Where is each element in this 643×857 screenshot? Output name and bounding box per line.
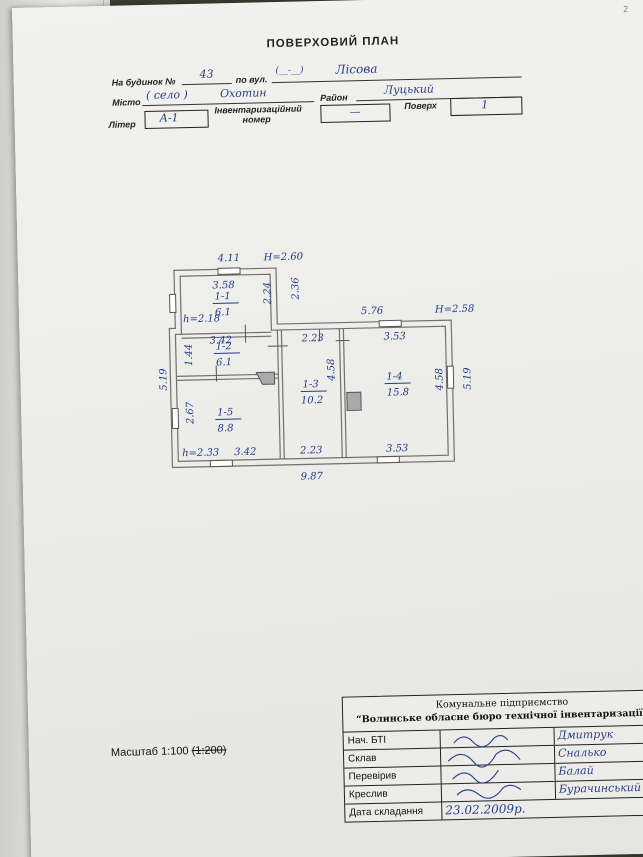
dim-bottom-r15: 3.42 (234, 447, 257, 459)
room-1-2-id: 1-2 (216, 341, 232, 352)
dim-right-height: H=2.58 (434, 304, 475, 316)
signature-4 (456, 784, 522, 799)
dim-r11-width: 3.58 (212, 280, 235, 292)
dim-top-width: 4.11 (217, 253, 241, 265)
signature-2 (447, 749, 521, 768)
dim-r14-width: 3.53 (383, 331, 406, 343)
dim-r13-depth: 4.58 (326, 358, 338, 382)
stove-r14 (346, 391, 362, 412)
scale-note: Масштаб 1:100 (1:200) (111, 744, 227, 759)
room-1-2-area: 6.1 (216, 357, 232, 368)
room-1-4-area: 15.8 (387, 387, 410, 399)
window-right (446, 365, 455, 389)
outer-wall (168, 267, 456, 469)
dim-r13-width: 2.23 (300, 333, 324, 345)
room-1-5-area: 8.8 (217, 423, 233, 434)
dim-top-height: H=2.60 (263, 251, 304, 263)
dim-bottom-r14: 3.53 (386, 443, 409, 455)
dim-r11-side-a: 2.24 (262, 282, 274, 306)
floor-plan-drawing: 4.11 H=2.60 3.58 2.24 2.36 h=2.18 5.76 H… (158, 251, 475, 483)
signature-3 (452, 769, 499, 784)
room-1-1-id: 1-1 (214, 291, 230, 302)
wall-r12-r13 (276, 330, 281, 460)
stove-r12 (255, 371, 276, 385)
signature-1 (453, 735, 509, 748)
room-1-3-id: 1-3 (303, 379, 319, 390)
room-1-1-area: 6.1 (215, 307, 231, 318)
outer-wall-inner (174, 273, 449, 462)
window-bottom-right (376, 455, 400, 464)
dim-left-total: 5.19 (158, 368, 170, 391)
dim-r12-depth: 1.44 (184, 344, 196, 367)
dim-r15-depth: 2.67 (185, 401, 197, 425)
window-right-top (378, 319, 402, 328)
window-left (171, 407, 180, 429)
scale-label: Масштаб 1:100 (110, 745, 189, 759)
wall-r13-r14-b (342, 328, 347, 458)
window-bottom-left (209, 459, 233, 468)
title-block: Комунальне підприємство “Волинське облас… (341, 689, 643, 823)
dim-r11-side-b: 2.36 (290, 277, 302, 301)
dim-bottom-r13: 2.23 (299, 445, 323, 457)
wall-r13-r14 (338, 328, 343, 458)
dim-bottom-h: h=2.33 (182, 447, 219, 459)
dim-h-left: h=2.18 (183, 313, 220, 325)
dim-right-width: 5.76 (361, 306, 384, 318)
wall-r11-r12-b (181, 335, 272, 339)
window-top (217, 267, 241, 275)
wall-r12-r13-b (280, 329, 285, 459)
window-left-top (169, 293, 177, 314)
floor-plan-document: 2 ПОВЕРХОВИЙ ПЛАН На будинок № 43 по вул… (12, 0, 643, 857)
scale-struck: (1:200) (191, 744, 227, 758)
room-1-3-area: 10.2 (301, 395, 324, 407)
wall-r11-r12 (181, 331, 272, 335)
dim-r14-depth: 4.58 (434, 368, 446, 392)
room-1-5-id: 1-5 (217, 407, 233, 418)
dim-right-total: 5.19 (462, 367, 474, 390)
dim-r12-width: 3.42 (209, 335, 232, 347)
dim-total-width: 9.87 (301, 471, 324, 483)
signatures (447, 735, 522, 799)
room-1-4-id: 1-4 (386, 371, 402, 382)
